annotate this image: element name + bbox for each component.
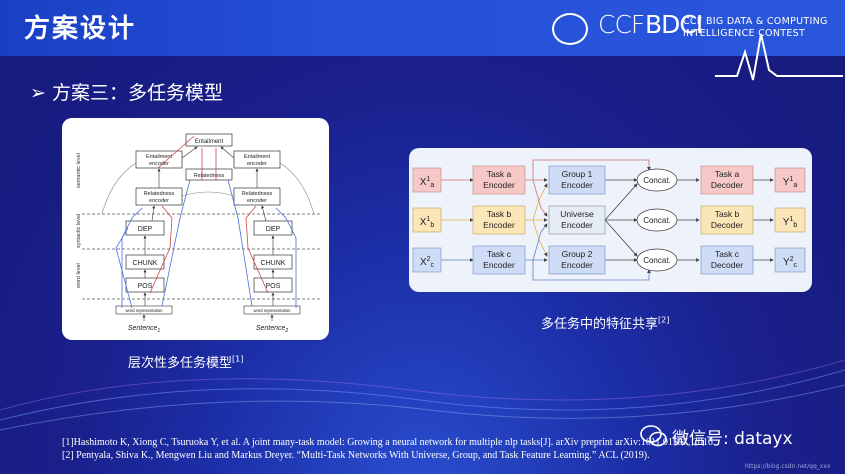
references: [1]Hashimoto K, Xiong C, Tsuruoka Y, et … <box>62 436 715 462</box>
header-bar <box>0 0 845 56</box>
pulse-line-icon <box>715 33 843 81</box>
section-subtitle: ➢ 方案三：多任务模型 <box>30 78 223 105</box>
figure1-caption-ref: [1] <box>232 354 244 364</box>
figure2-caption: 多任务中的特征共享[2] <box>541 313 669 332</box>
figure1-caption: 层次性多任务模型[1] <box>128 352 243 371</box>
universe-encoder-l1: Universe <box>560 209 594 219</box>
ccf-logo-text: CCF <box>598 10 645 39</box>
figure2-caption-ref: [2] <box>658 315 670 325</box>
entailment-encoder-left-l2: encoder <box>149 161 169 167</box>
syntactic-level-label: syntactic level <box>76 214 82 248</box>
concat-b: Concat. <box>643 216 671 225</box>
feature-sharing-diagram: X1a X1b X2c Task a Encoder Task b Encode… <box>412 159 806 281</box>
sentence2-label: Sentence2 <box>256 325 289 334</box>
group2-encoder-l1: Group 2 <box>562 249 593 259</box>
input-xa: X1a <box>420 176 435 189</box>
task-b-encoder-l1: Task b <box>487 209 512 219</box>
entailment-label: Entailment <box>195 139 224 145</box>
entailment-encoder-left-l1: Entailment <box>146 154 172 160</box>
input-xc: X2c <box>420 256 435 269</box>
bdci-logo-text: BDCI <box>645 10 703 39</box>
concat-a: Concat. <box>643 176 671 185</box>
figure2-caption-text: 多任务中的特征共享 <box>541 317 659 332</box>
task-c-encoder-l2: Encoder <box>483 260 515 270</box>
task-c-decoder-l1: Task c <box>715 249 740 259</box>
chunk-left-label: CHUNK <box>133 260 158 267</box>
task-a-decoder-l2: Decoder <box>711 180 743 190</box>
dep-left-label: DEP <box>138 226 153 233</box>
semantic-level-label: semantic level <box>76 153 82 188</box>
word-rep-right-label: word representation <box>253 308 291 313</box>
input-xb: X1b <box>420 216 435 229</box>
pos-right-label: POS <box>266 283 281 290</box>
relatedness-label: Relatedness <box>194 173 225 179</box>
relatedness-encoder-right-l2: encoder <box>247 198 267 204</box>
task-b-encoder-l2: Encoder <box>483 220 515 230</box>
relatedness-encoder-right-l1: Relatedness <box>242 191 273 197</box>
wechat-icon <box>640 425 667 447</box>
group1-encoder-l2: Encoder <box>561 180 593 190</box>
chunk-right-label: CHUNK <box>261 260 286 267</box>
universe-encoder-l2: Encoder <box>561 220 593 230</box>
task-a-decoder-l1: Task a <box>715 169 740 179</box>
watermark: https://blog.csdn.net/qq_xxx <box>745 463 831 470</box>
contest-name-line1: CCF BIG DATA & COMPUTING <box>683 16 828 27</box>
task-a-encoder-l1: Task a <box>487 169 512 179</box>
output-yb: Y1b <box>783 216 798 229</box>
relatedness-encoder-left-l1: Relatedness <box>144 191 175 197</box>
page-title: 方案设计 <box>24 14 137 44</box>
arrow-bullet-icon: ➢ <box>30 82 52 104</box>
hierarchical-model-diagram: semantic level syntactic level word leve… <box>76 133 320 334</box>
task-a-encoder-l2: Encoder <box>483 180 515 190</box>
figure1-caption-text: 层次性多任务模型 <box>128 356 233 371</box>
figure2-panel: X1a X1b X2c Task a Encoder Task b Encode… <box>409 148 812 292</box>
ccf-seal-icon <box>552 13 588 45</box>
contest-name-line2: INTELLIGENCE CONTEST <box>683 28 806 39</box>
entailment-encoder-right-l2: encoder <box>247 161 267 167</box>
concat-c: Concat. <box>643 256 671 265</box>
task-c-encoder-l1: Task c <box>487 249 512 259</box>
subtitle-text: 方案三：多任务模型 <box>51 82 223 104</box>
word-rep-left-label: word representation <box>125 308 163 313</box>
output-ya: Y1a <box>783 176 798 189</box>
sentence1-label: Sentence1 <box>128 325 161 334</box>
decorative-wave <box>0 359 845 431</box>
dep-right-label: DEP <box>266 226 281 233</box>
reference-2: [2] Pentyala, Shiva K., Mengwen Liu and … <box>62 450 650 461</box>
output-yc: Y2c <box>783 256 798 269</box>
wechat-id: 微信号: datayx <box>672 429 793 449</box>
reference-1: [1]Hashimoto K, Xiong C, Tsuruoka Y, et … <box>62 437 716 448</box>
group2-encoder-l2: Encoder <box>561 260 593 270</box>
task-b-decoder-l1: Task b <box>715 209 740 219</box>
group1-encoder-l1: Group 1 <box>562 169 593 179</box>
pos-left-label: POS <box>138 283 153 290</box>
task-b-decoder-l2: Decoder <box>711 220 743 230</box>
figure1-panel: semantic level syntactic level word leve… <box>62 118 329 340</box>
task-c-decoder-l2: Decoder <box>711 260 743 270</box>
entailment-encoder-right-l1: Entailment <box>244 154 270 160</box>
relatedness-encoder-left-l2: encoder <box>149 198 169 204</box>
word-level-label: word level <box>76 263 82 289</box>
